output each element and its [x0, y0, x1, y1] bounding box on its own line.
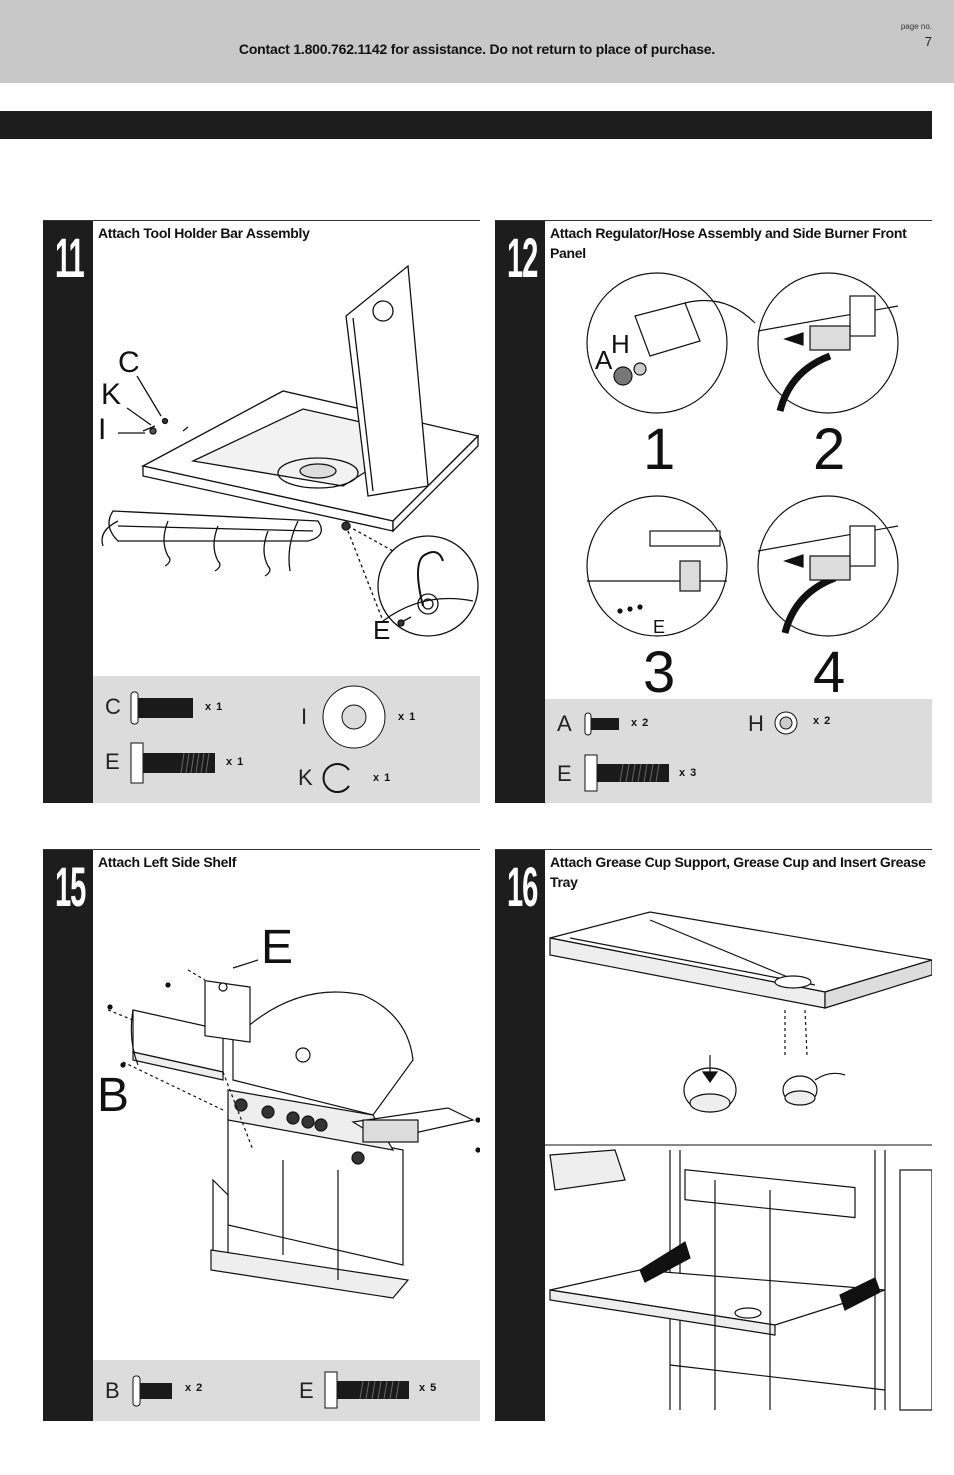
washer-i-icon — [322, 685, 386, 749]
callout-i: I — [98, 413, 107, 446]
sub-step-2: 2 — [813, 417, 846, 482]
hardware-parts-box: C x 1 E x 1 I x 1 K x 1 — [93, 676, 480, 803]
step-title: Attach Left Side Shelf — [98, 854, 237, 870]
part-letter: B — [105, 1378, 120, 1403]
sub-step-4: 4 — [813, 640, 846, 705]
hardware-parts-box: B x 2 E x 5 — [93, 1360, 480, 1421]
header-bar: Contact 1.800.762.1142 for assistance. D… — [0, 0, 954, 83]
page-number-label: page no. — [900, 22, 932, 31]
section-band — [0, 111, 932, 139]
grease-cup-illustration — [545, 850, 932, 1421]
step-number: 11 — [55, 226, 85, 289]
step-title: Attach Regulator/Hose Assembly and Side … — [550, 225, 907, 261]
step-number-column: 15 — [43, 850, 93, 1421]
step-number-column: 12 — [495, 221, 545, 803]
step-number-column: 11 — [43, 221, 93, 803]
part-quantity: x 1 — [205, 701, 224, 713]
sub-step-1: 1 — [643, 417, 676, 482]
part-quantity: x 1 — [226, 756, 245, 768]
part-letter: A — [557, 711, 572, 736]
part-letter: E — [557, 761, 572, 786]
regulator-hose-illustration — [545, 221, 932, 699]
part-quantity: x 2 — [185, 1382, 204, 1394]
part-letter: K — [298, 765, 313, 790]
step-12-panel: 12 Attach Regulator/Hose Assembly and Si… — [495, 220, 932, 803]
part-quantity: x 2 — [631, 717, 650, 729]
step-15-panel: 15 Attach Left Side Shelf — [43, 849, 480, 1421]
screw-a-icon — [584, 712, 619, 736]
lock-washer-k-icon — [322, 763, 350, 793]
step-number: 12 — [507, 226, 538, 289]
step-number: 16 — [507, 855, 538, 918]
part-letter: H — [748, 711, 764, 736]
part-letter: E — [299, 1378, 314, 1403]
callout-e: E — [653, 617, 666, 637]
part-quantity: x 3 — [679, 767, 698, 779]
part-letter: E — [105, 749, 120, 774]
step-number-column: 16 — [495, 850, 545, 1421]
nut-h-icon — [774, 711, 798, 735]
left-side-shelf-illustration — [93, 850, 480, 1360]
callout-h: H — [611, 329, 630, 359]
part-quantity: x 5 — [419, 1382, 438, 1394]
bolt-b-icon — [132, 1375, 172, 1407]
step-title: Attach Grease Cup Support, Grease Cup an… — [550, 854, 926, 890]
bolt-e-icon — [584, 754, 669, 792]
assistance-notice: Contact 1.800.762.1142 for assistance. D… — [238, 41, 716, 57]
step-11-panel: 11 Attach Tool Holder Bar Assembly — [43, 220, 480, 803]
sub-step-3: 3 — [643, 640, 676, 705]
step-16-panel: 16 Attach Grease Cup Support, Grease Cup… — [495, 849, 932, 1421]
bolt-e-icon — [324, 1371, 409, 1409]
hardware-parts-box: A x 2 H x 2 E x 3 — [545, 699, 932, 803]
tool-holder-illustration — [93, 221, 480, 676]
callout-a: A — [595, 345, 613, 375]
step-number: 15 — [55, 855, 86, 918]
bolt-c-icon — [130, 691, 193, 725]
callout-e: E — [373, 615, 391, 645]
bolt-e-icon — [130, 742, 215, 784]
part-quantity: x 2 — [813, 715, 832, 727]
page-number: 7 — [924, 34, 932, 49]
part-quantity: x 1 — [398, 711, 417, 723]
part-letter: I — [301, 704, 308, 729]
callout-c: C — [118, 346, 140, 379]
callout-e: E — [261, 921, 294, 974]
part-quantity: x 1 — [373, 772, 392, 784]
part-letter: C — [105, 694, 121, 719]
callout-k: K — [101, 378, 122, 411]
step-title: Attach Tool Holder Bar Assembly — [98, 225, 310, 241]
callout-b: B — [97, 1069, 130, 1122]
